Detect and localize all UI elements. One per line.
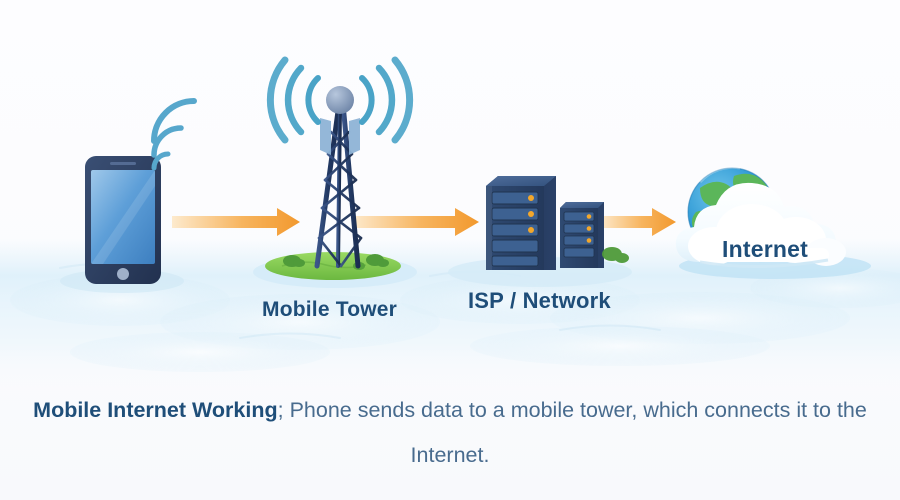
server-small	[560, 202, 604, 268]
diagram-caption: Mobile Internet Working; Phone sends dat…	[0, 388, 900, 478]
label-mobile-tower: Mobile Tower	[262, 298, 398, 321]
caption-body: ; Phone sends data to a mobile tower, wh…	[277, 398, 867, 467]
cloud-shape	[675, 182, 846, 269]
label-isp-network: ISP / Network	[468, 288, 611, 313]
server-large	[486, 176, 556, 270]
arrow-isp-to-internet	[600, 208, 676, 236]
caption-title: Mobile Internet Working	[33, 398, 278, 422]
arrow-tower-to-isp	[352, 208, 479, 236]
label-internet: Internet	[722, 236, 808, 262]
arrow-phone-to-tower	[172, 208, 300, 236]
